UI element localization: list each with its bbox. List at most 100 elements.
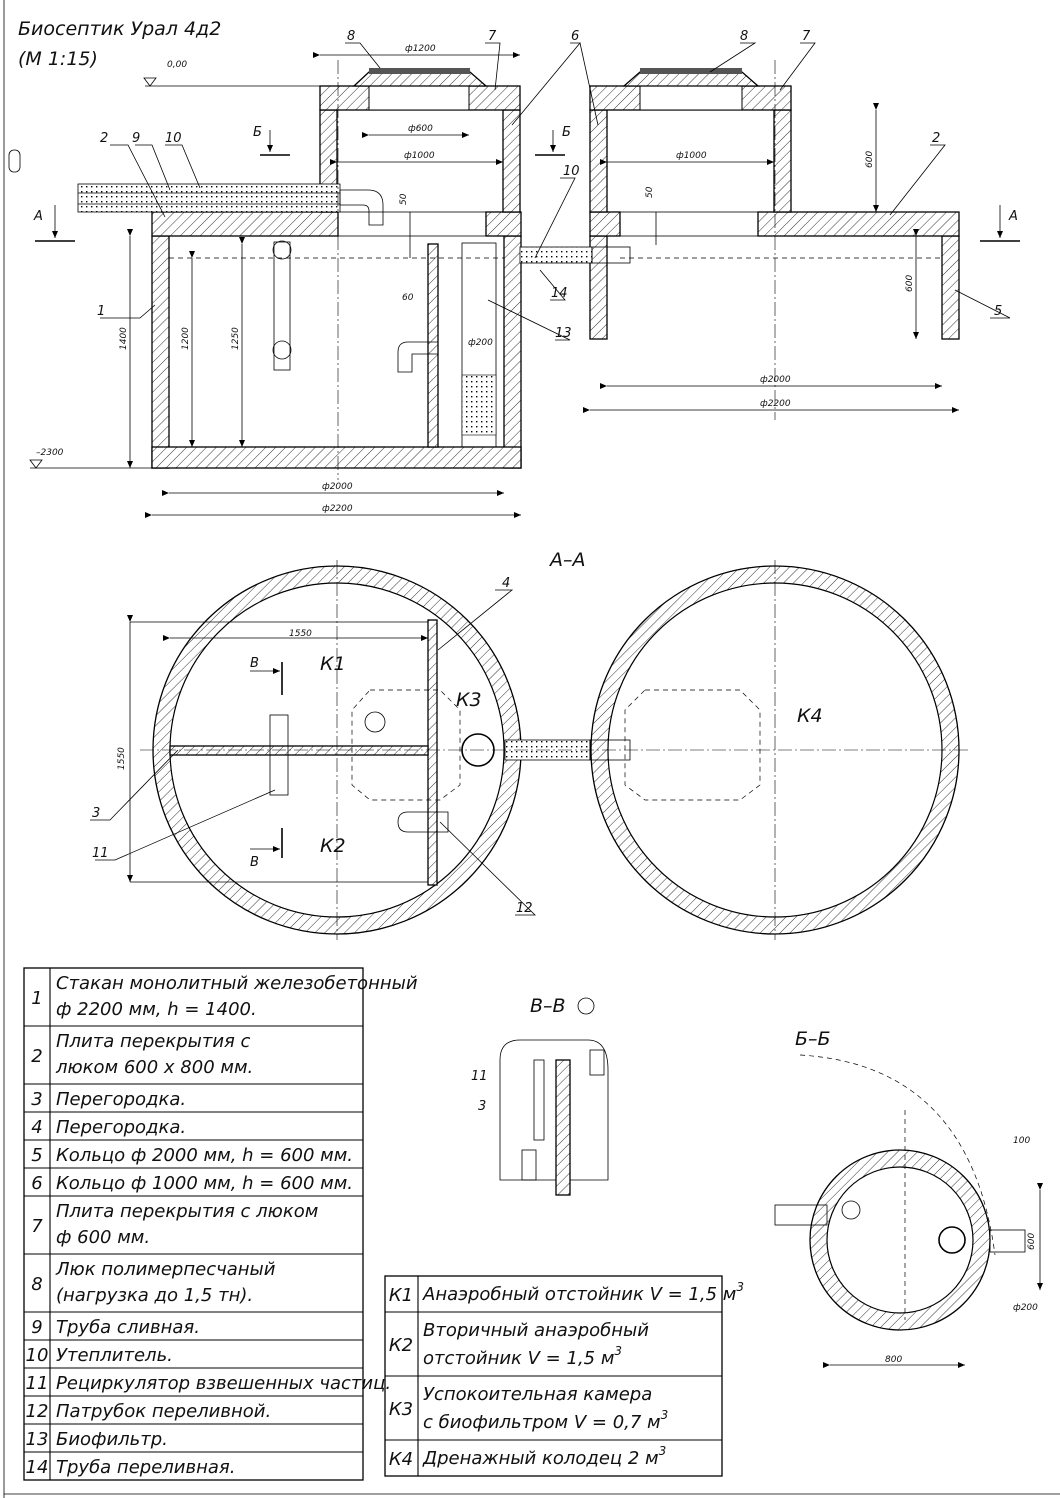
chamber-k2: К2 bbox=[320, 835, 346, 857]
chamber-k3: К3 bbox=[456, 689, 482, 711]
overflow-elbow bbox=[397, 341, 439, 373]
parts-row-text: Труба переливная. bbox=[56, 1457, 235, 1478]
chamber-row-code: К4 bbox=[389, 1449, 413, 1470]
chamber-row-code: К2 bbox=[389, 1335, 413, 1356]
parts-row-number: 9 bbox=[31, 1317, 42, 1338]
parts-row-text: Люк полимерпесчаный bbox=[55, 1259, 276, 1280]
section-title-bb: Б–Б bbox=[795, 1028, 831, 1050]
chamber-row-text: отстойник V = 1,5 м3 bbox=[423, 1344, 622, 1369]
tank-wall-right bbox=[503, 235, 522, 469]
tank-wall-left bbox=[151, 235, 170, 469]
chamber-row-code: К1 bbox=[389, 1285, 413, 1306]
chamber-row-text: с биофильтром V = 0,7 м3 bbox=[423, 1408, 668, 1433]
dim-d1000-left: ф1000 bbox=[404, 151, 435, 161]
parts-row-text: ф 2200 мм, h = 1400. bbox=[56, 999, 257, 1020]
section-title-vv: В–В bbox=[530, 995, 566, 1017]
parts-row-text: Биофильтр. bbox=[56, 1429, 168, 1450]
riser-ring-left-wall2 bbox=[502, 109, 521, 213]
parts-row-text: Патрубок переливной. bbox=[56, 1401, 271, 1422]
plan-dim-1550-v: 1550 bbox=[117, 747, 127, 770]
cover-slab-hatch-gap bbox=[337, 211, 487, 237]
well-slab-l bbox=[589, 211, 621, 237]
callout-12: 12 bbox=[516, 901, 533, 916]
dim-h600-top: 600 bbox=[865, 151, 875, 168]
callout-8-left: 8 bbox=[347, 29, 355, 44]
section-mark-v-bottom: В bbox=[250, 855, 259, 870]
parts-row-number: 8 bbox=[31, 1274, 42, 1295]
level-bottom: –2300 bbox=[36, 448, 64, 458]
bb-dim-600: 600 bbox=[1027, 1233, 1037, 1250]
hatch-lid-right bbox=[622, 71, 760, 87]
parts-row-number: 4 bbox=[31, 1117, 42, 1138]
callout-5: 5 bbox=[994, 304, 1002, 319]
biofilter bbox=[461, 242, 497, 448]
parts-row-text: Труба сливная. bbox=[56, 1317, 200, 1338]
section-vv bbox=[499, 997, 609, 1196]
dim-w50-left: 50 bbox=[399, 193, 409, 205]
elevation-view bbox=[29, 42, 1020, 518]
cover-slab-left bbox=[151, 211, 339, 237]
callout-10-right: 10 bbox=[563, 164, 580, 179]
dim-d2200-left: ф2200 bbox=[322, 504, 353, 514]
dim-d2000-left: ф2000 bbox=[322, 482, 353, 492]
dim-d200: ф200 bbox=[468, 338, 493, 348]
chamber-row-text: Вторичный анаэробный bbox=[423, 1320, 649, 1341]
callout-13: 13 bbox=[555, 326, 572, 341]
section-mark-a-right: А bbox=[1008, 209, 1018, 224]
section-mark-b-left: Б bbox=[253, 125, 262, 140]
chamber-row-text: Успокоительная камера bbox=[423, 1384, 652, 1405]
parts-row-text: люком 600 х 800 мм. bbox=[55, 1057, 253, 1078]
dim-d600: ф600 bbox=[408, 124, 433, 134]
tank-bottom bbox=[151, 446, 522, 469]
overflow-pipe bbox=[519, 246, 593, 264]
vv-callout-3: 3 bbox=[478, 1099, 486, 1114]
parts-row-number: 10 bbox=[26, 1345, 49, 1366]
parts-row-text: (нагрузка до 1,5 тн). bbox=[56, 1285, 253, 1306]
well-wall-left bbox=[589, 235, 608, 340]
drawing-title: Биосептик Урал 4д2 bbox=[18, 18, 221, 40]
bb-dim-800: 800 bbox=[885, 1355, 902, 1365]
dim-w60: 60 bbox=[402, 293, 414, 303]
dim-w50-right: 50 bbox=[645, 186, 655, 198]
inlet-pipe-insulated bbox=[77, 183, 341, 213]
bb-dim-100: 100 bbox=[1013, 1136, 1030, 1146]
partition-wall bbox=[427, 243, 439, 448]
parts-row-number: 11 bbox=[26, 1373, 49, 1394]
parts-row-text: Плита перекрытия с bbox=[56, 1031, 251, 1052]
parts-row-number: 13 bbox=[26, 1429, 49, 1450]
stamp-mark bbox=[8, 149, 21, 173]
dim-h1400: 1400 bbox=[119, 327, 129, 350]
parts-row-number: 5 bbox=[31, 1145, 42, 1166]
callout-14: 14 bbox=[551, 286, 568, 301]
parts-row-text: Перегородка. bbox=[56, 1117, 186, 1138]
chambers-table: К1 Анаэробный отстойник V = 1,5 м3 К2 Втори… bbox=[384, 1275, 744, 1477]
bb-dim-d200: ф200 bbox=[1013, 1303, 1038, 1313]
well-wall-right bbox=[941, 235, 960, 340]
plan-dim-1550-h: 1550 bbox=[289, 629, 312, 639]
plan-view-aa bbox=[90, 560, 970, 940]
parts-row-number: 12 bbox=[26, 1401, 49, 1422]
parts-row-number: 3 bbox=[31, 1089, 42, 1110]
callout-6: 6 bbox=[571, 29, 579, 44]
plan-recirculator bbox=[269, 714, 289, 796]
callout-7-right: 7 bbox=[802, 29, 811, 44]
section-title-aa: А–А bbox=[548, 549, 586, 571]
vv-callout-11: 11 bbox=[471, 1069, 488, 1084]
dim-h600-well: 600 bbox=[905, 275, 915, 292]
callout-7-left: 7 bbox=[488, 29, 497, 44]
section-bb bbox=[774, 1054, 1043, 1368]
callout-3: 3 bbox=[92, 806, 100, 821]
dim-d1200: ф1200 bbox=[405, 44, 436, 54]
cover-slab-mid bbox=[485, 211, 522, 237]
callout-9: 9 bbox=[132, 131, 140, 146]
parts-row-text: Перегородка. bbox=[56, 1089, 186, 1110]
parts-row-number: 6 bbox=[31, 1173, 42, 1194]
parts-row-text: Кольцо ф 1000 мм, h = 600 мм. bbox=[56, 1173, 353, 1194]
dim-d2000-right: ф2000 bbox=[760, 375, 791, 385]
dim-d2200-right: ф2200 bbox=[760, 399, 791, 409]
chamber-row-text: Анаэробный отстойник V = 1,5 м3 bbox=[422, 1280, 744, 1305]
dim-d1000-right: ф1000 bbox=[676, 151, 707, 161]
callout-4: 4 bbox=[502, 576, 510, 591]
parts-row-number: 1 bbox=[31, 988, 42, 1009]
